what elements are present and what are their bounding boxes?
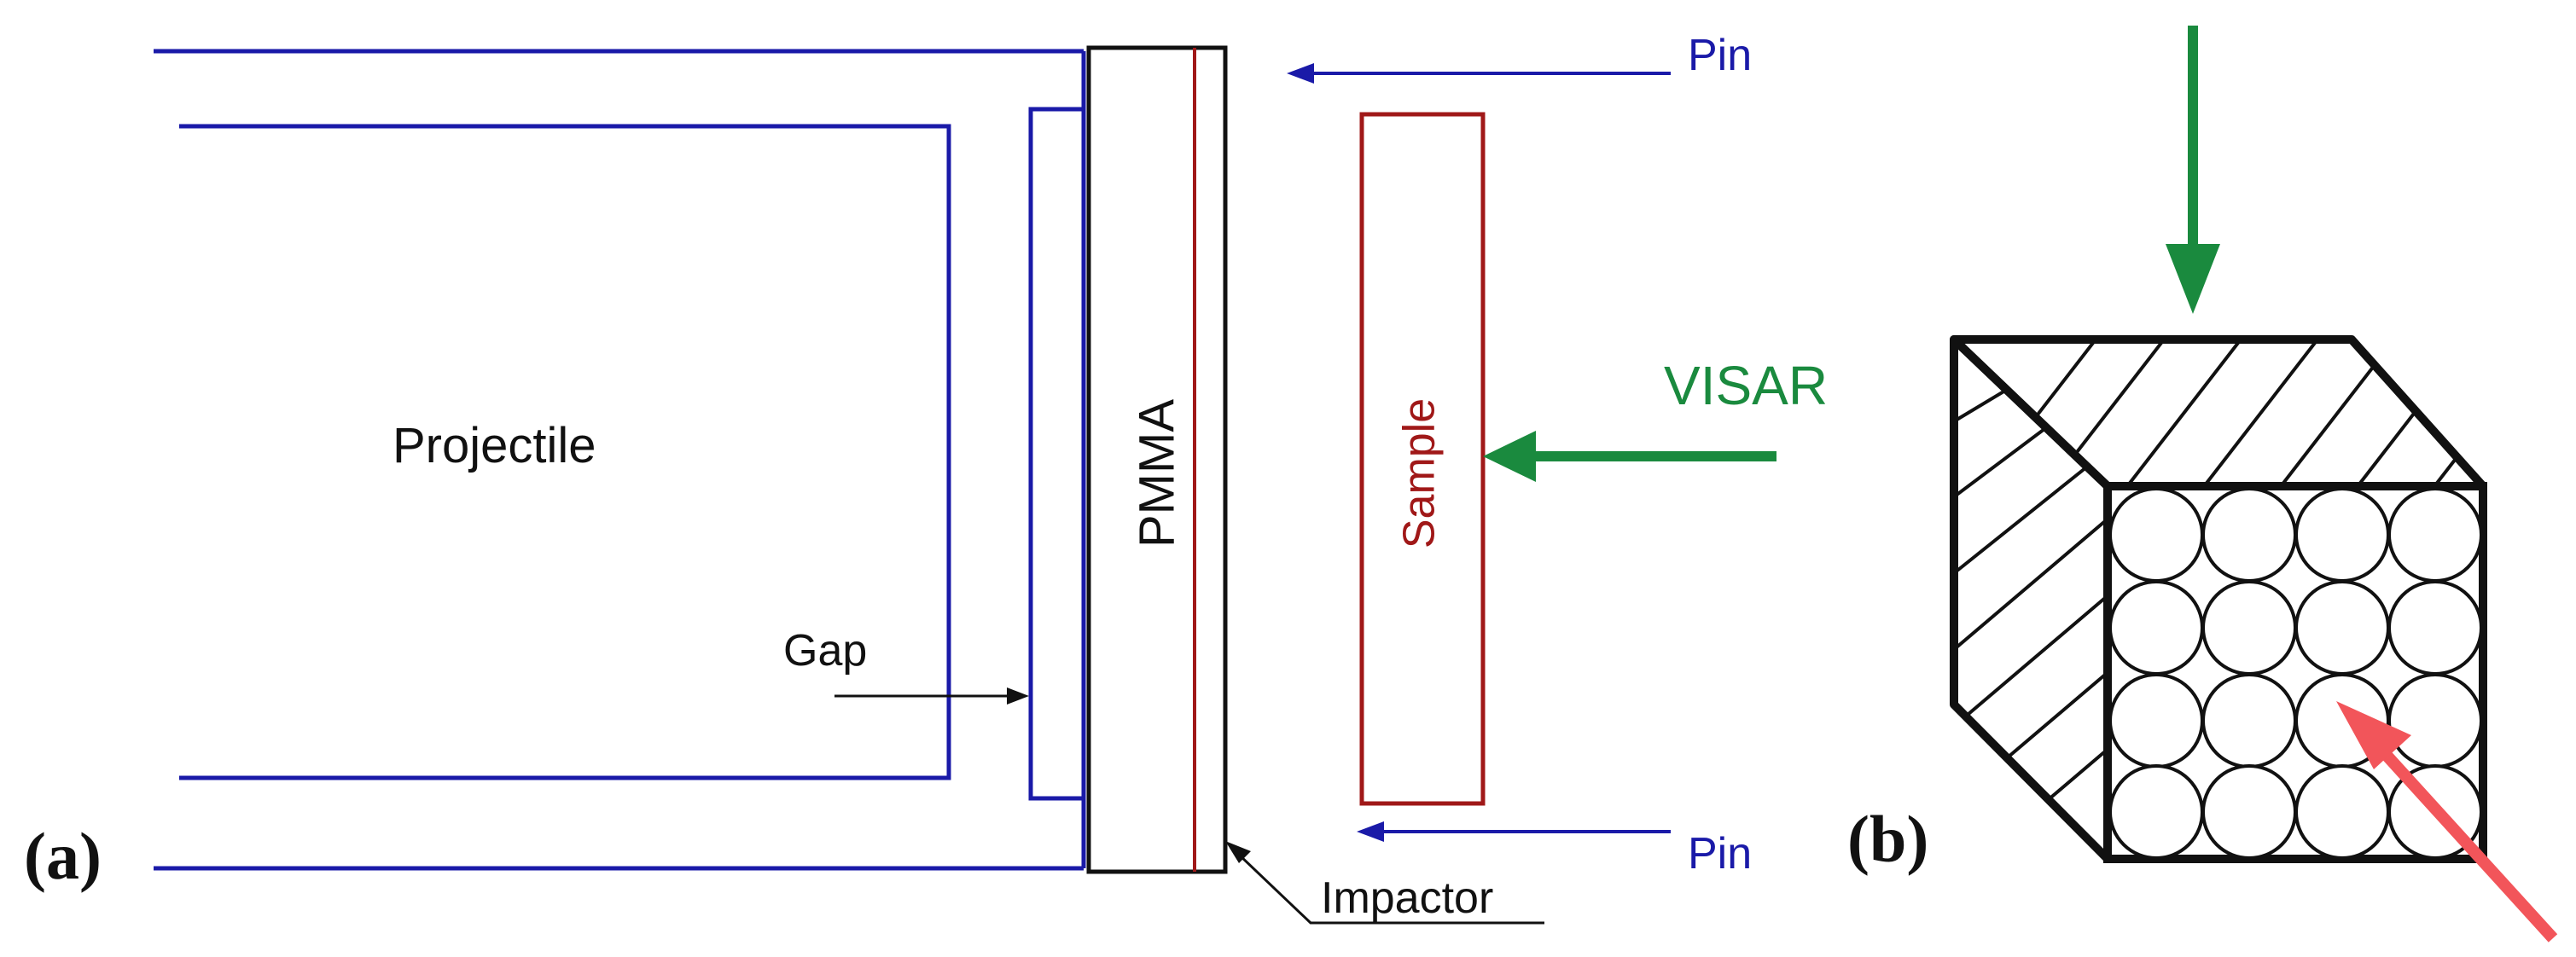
panel-b-label: (b) [1847,802,1928,876]
top-load-arrow [2166,26,2220,314]
pin-bottom-arrow [1357,821,1671,842]
projectile-inner-body [179,124,951,780]
gap-holder [1028,107,1086,801]
pmma-block [1086,45,1228,874]
sample-label: Sample [1395,398,1445,548]
red-diagonal-arrow [2336,701,2558,942]
panel-a-label: (a) [24,819,102,893]
cube-3d [1950,335,2487,863]
pin-bottom-label: Pin [1688,829,1752,879]
impactor-label: Impactor [1321,873,1493,923]
pmma-label: PMMA [1129,399,1184,548]
visar-label: VISAR [1664,355,1828,416]
impactor-leader [1225,841,1544,925]
fiber-circles [2108,487,2483,860]
pin-top-arrow [1287,63,1671,84]
gap-label: Gap [783,626,867,676]
sample-block [1359,112,1486,806]
visar-arrow [1483,431,1776,482]
projectile-outer-tube [154,49,1086,871]
gap-arrow [834,687,1029,705]
pin-top-label: Pin [1688,31,1752,80]
projectile-label: Projectile [393,418,596,473]
